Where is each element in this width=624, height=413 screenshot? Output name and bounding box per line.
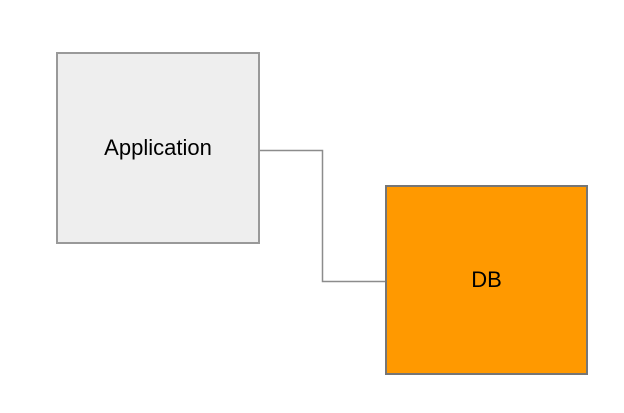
node-application[interactable]: Application xyxy=(56,52,260,244)
node-db-label: DB xyxy=(471,267,502,292)
node-db[interactable]: DB xyxy=(385,185,588,375)
node-application-label: Application xyxy=(104,135,212,160)
connector-application-to-db[interactable] xyxy=(260,149,385,283)
